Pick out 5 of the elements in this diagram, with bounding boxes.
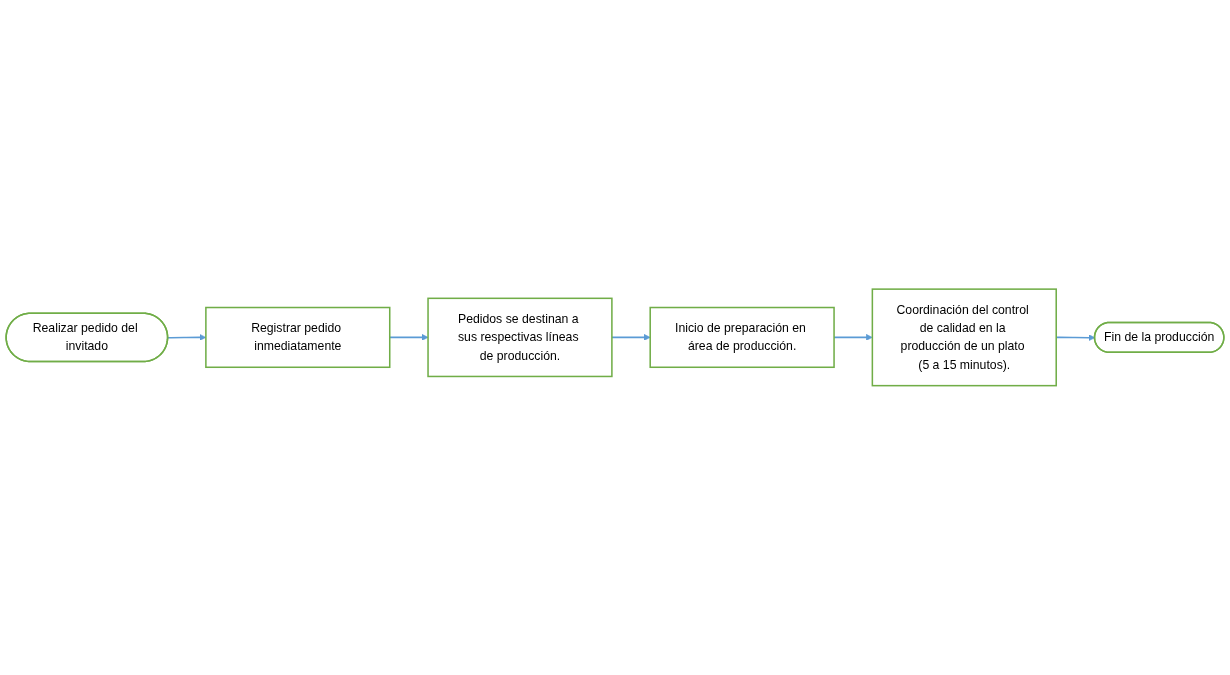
arrow — [611, 334, 651, 341]
node-box: Registrar pedido inmediatamente — [205, 306, 391, 369]
node-box: Inicio de preparación en área de producción. — [649, 306, 835, 369]
node-box: Coordinación del control de calidad en la producción de un plato (5 a 15 minutos). — [871, 288, 1057, 387]
node-box: Pedidos se destinan a sus respectivas líneas de producción. — [427, 297, 613, 378]
